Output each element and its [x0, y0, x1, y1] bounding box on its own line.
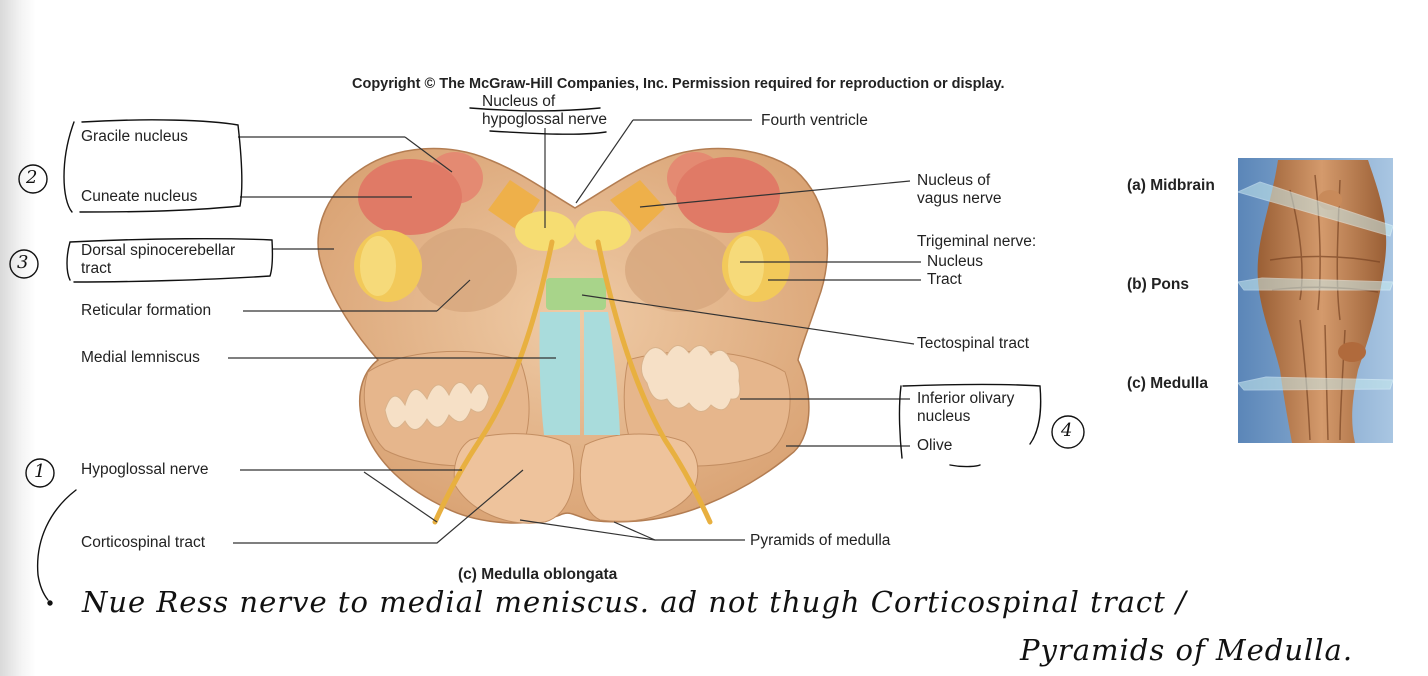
handwritten-number-4: 4	[1061, 420, 1073, 441]
label-fourth-ventricle: Fourth ventricle	[761, 112, 868, 129]
copyright-notice: Copyright © The McGraw-Hill Companies, I…	[352, 76, 1005, 92]
label-hypoglossal-nucleus-line2: hypoglossal nerve	[482, 111, 607, 128]
right-hypoglossal-nerve	[595, 239, 713, 525]
handwritten-number-2: 2	[26, 167, 38, 188]
label-corticospinal-tract: Corticospinal tract	[81, 534, 206, 551]
handwritten-arrow	[36, 489, 77, 601]
figure-caption: (c) Medulla oblongata	[458, 566, 618, 583]
brainstem-illustration	[1257, 160, 1387, 443]
left-inferior-olivary-nucleus	[384, 382, 490, 430]
tectospinal-tract	[546, 278, 606, 310]
label-dorsal-spinocerebellar-line2: tract	[81, 260, 112, 277]
label-dorsal-spinocerebellar-line1: Dorsal spinocerebellar	[81, 242, 236, 259]
page-edge-shadow	[0, 0, 36, 676]
label-trigeminal-nerve: Trigeminal nerve:	[917, 233, 1037, 250]
handwritten-number-1: 1	[34, 461, 46, 482]
label-reticular-formation: Reticular formation	[81, 302, 212, 319]
label-vagus-nucleus-line2: vagus nerve	[917, 190, 1002, 207]
left-hypoglossal-nerve	[432, 239, 555, 525]
label-inferior-olivary-line2: nucleus	[917, 408, 971, 425]
pons-plane	[1237, 277, 1394, 291]
medulla-plane	[1237, 376, 1394, 391]
handwritten-circle-3	[9, 249, 39, 279]
inset-label-medulla: (c) Medulla	[1127, 375, 1208, 392]
right-vagus-nucleus	[610, 180, 665, 232]
label-trigeminal-nucleus: Nucleus	[927, 253, 983, 270]
label-hypoglossal-nerve: Hypoglossal nerve	[81, 461, 209, 478]
handwritten-circle-1	[25, 458, 55, 488]
label-gracile-nucleus: Gracile nucleus	[81, 128, 188, 145]
right-hypoglossal-nucleus	[575, 211, 631, 251]
handwritten-note-line1: Nue Ress nerve to medial meniscus. ad no…	[82, 585, 1187, 619]
label-inferior-olivary-line1: Inferior olivary	[917, 390, 1015, 407]
handwritten-bracket-2	[63, 119, 243, 213]
label-medial-lemniscus: Medial lemniscus	[81, 349, 200, 366]
right-cuneate-nucleus	[676, 157, 780, 233]
right-pyramid	[579, 433, 699, 522]
handwritten-bracket-3	[66, 237, 274, 283]
label-tectospinal-tract: Tectospinal tract	[917, 335, 1029, 352]
handwritten-circle-4	[1051, 415, 1085, 449]
label-pyramids-of-medulla: Pyramids of medulla	[750, 532, 891, 549]
label-vagus-nucleus-line1: Nucleus of	[917, 172, 991, 189]
midbrain-plane	[1236, 181, 1394, 237]
label-trigeminal-tract: Tract	[927, 271, 962, 288]
right-inferior-olivary-nucleus	[641, 345, 741, 412]
medial-lemniscus	[539, 312, 580, 435]
handwritten-bracket-4	[898, 383, 1042, 459]
label-hypoglossal-nucleus-line1: Nucleus of	[482, 93, 556, 110]
inset-label-pons: (b) Pons	[1127, 276, 1189, 293]
handwritten-circle-2	[18, 164, 48, 194]
handwritten-note-line2: Pyramids of Medulla.	[1020, 633, 1354, 667]
inset-label-midbrain: (a) Midbrain	[1127, 177, 1215, 194]
label-cuneate-nucleus: Cuneate nucleus	[81, 188, 198, 205]
label-olive: Olive	[917, 437, 953, 454]
handwritten-number-3: 3	[17, 252, 29, 273]
left-hypoglossal-nucleus	[515, 211, 575, 251]
